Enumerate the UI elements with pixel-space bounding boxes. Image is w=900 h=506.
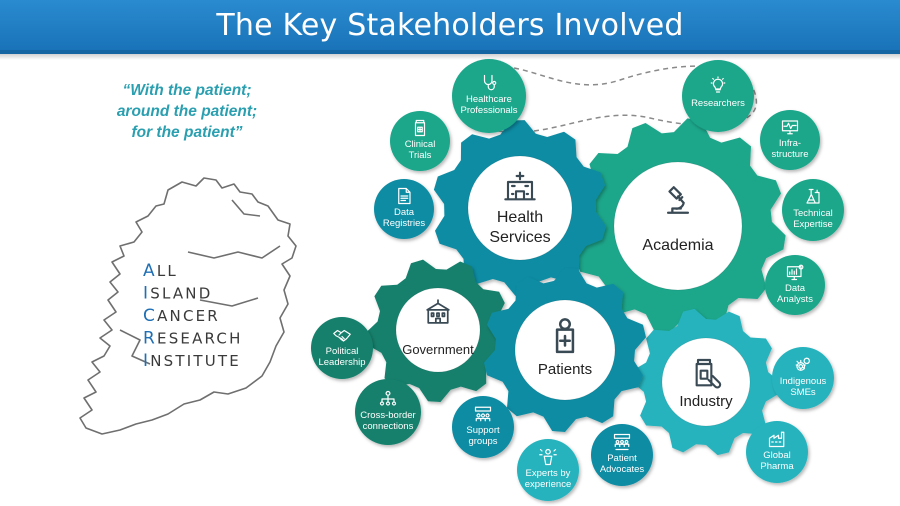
node-label: Expertise — [793, 219, 833, 230]
dashed-connector — [469, 65, 757, 134]
logo-initial: I — [143, 351, 150, 371]
node-label: Cross-border — [360, 410, 415, 421]
lightbulb-icon — [710, 76, 726, 93]
quote: “With the patient; around the patient; f… — [92, 80, 282, 143]
node-label: Data — [785, 283, 806, 294]
node-label: Experts by — [526, 468, 571, 479]
stethoscope-icon — [483, 74, 497, 91]
node-label: Patient — [607, 453, 637, 464]
gear-academia: Academia — [570, 118, 786, 334]
data-screen-icon — [786, 264, 804, 281]
node-label: Professionals — [460, 105, 517, 116]
government-building-icon — [426, 299, 450, 324]
pill-bottle-icon — [414, 119, 426, 137]
node-label: Healthcare — [466, 94, 512, 105]
node-researchers: Researchers — [682, 60, 754, 132]
node-label: Trials — [409, 150, 432, 161]
logo-line: RESEARCH — [143, 329, 243, 349]
logo-line: CANCER — [143, 306, 220, 326]
node-infra: Infra-structure — [760, 110, 820, 170]
logo-rest: ANCER — [157, 307, 220, 325]
title-bar: The Key Stakeholders Involved — [0, 0, 900, 54]
node-label: Global — [763, 450, 790, 461]
node-label: groups — [468, 436, 497, 447]
gear-patients: Patients — [484, 268, 646, 432]
medicine-bottle-icon — [695, 358, 722, 389]
quote-line-3: for the patient” — [131, 124, 243, 141]
gear-industry: Industry — [632, 308, 780, 456]
microscope-icon — [666, 186, 690, 214]
monitor-icon — [781, 120, 799, 135]
quote-line-2: around the patient; — [116, 103, 258, 120]
node-label: Infra- — [779, 138, 801, 149]
node-label: Analysts — [777, 294, 813, 305]
logo-initial: R — [143, 329, 157, 349]
node-label: structure — [772, 149, 809, 160]
page-title: The Key Stakeholders Involved — [216, 7, 684, 43]
person-award-icon — [539, 448, 557, 466]
handshake-icon — [333, 329, 351, 342]
logo-rest: LL — [157, 262, 178, 280]
patient-icon — [555, 318, 575, 354]
gear-label: Services — [489, 229, 550, 246]
logo-initial: I — [143, 284, 150, 304]
node-label: Clinical — [405, 139, 436, 150]
quote-line-1: “With the patient; — [122, 82, 252, 99]
title-shadow — [0, 54, 900, 60]
gear-label: Health — [497, 209, 543, 226]
node-label: SMEs — [790, 387, 816, 398]
gear-label: Patients — [538, 361, 592, 378]
node-label: Registries — [383, 218, 425, 229]
node-label: Support — [466, 425, 500, 436]
node-label: Pharma — [760, 461, 794, 472]
cogs-icon — [795, 357, 810, 371]
node-label: Indigenous — [780, 376, 827, 387]
hospital-icon — [504, 171, 536, 201]
logo-line: ISLAND — [143, 284, 212, 304]
node-label: Researchers — [691, 98, 745, 109]
node-label: Political — [326, 346, 359, 357]
node-label: Technical — [793, 208, 833, 219]
gear-label: Government — [402, 342, 474, 357]
network-icon — [379, 390, 397, 406]
logo-rest: NSTITUTE — [150, 352, 241, 370]
node-label: Leadership — [318, 357, 365, 368]
logo-initial: A — [143, 261, 157, 281]
node-label: Advocates — [600, 464, 645, 475]
node-label: Data — [394, 207, 415, 218]
ireland-map — [79, 177, 297, 435]
group-icon — [474, 406, 492, 422]
node-label: experience — [525, 479, 571, 490]
factory-icon — [768, 431, 785, 448]
logo-rest: SLAND — [150, 285, 212, 303]
crowd-icon — [613, 433, 631, 451]
gear-government: Government — [366, 259, 510, 402]
document-icon — [398, 187, 411, 205]
logo-line: ALL — [143, 261, 178, 281]
node-label: connections — [363, 421, 414, 432]
flask-icon — [806, 188, 820, 204]
gear-label: Academia — [642, 237, 713, 254]
logo-rest: ESEARCH — [157, 330, 243, 348]
logo-line: INSTITUTE — [143, 351, 241, 371]
logo-initial: C — [143, 306, 157, 326]
gear-label: Industry — [679, 393, 733, 410]
